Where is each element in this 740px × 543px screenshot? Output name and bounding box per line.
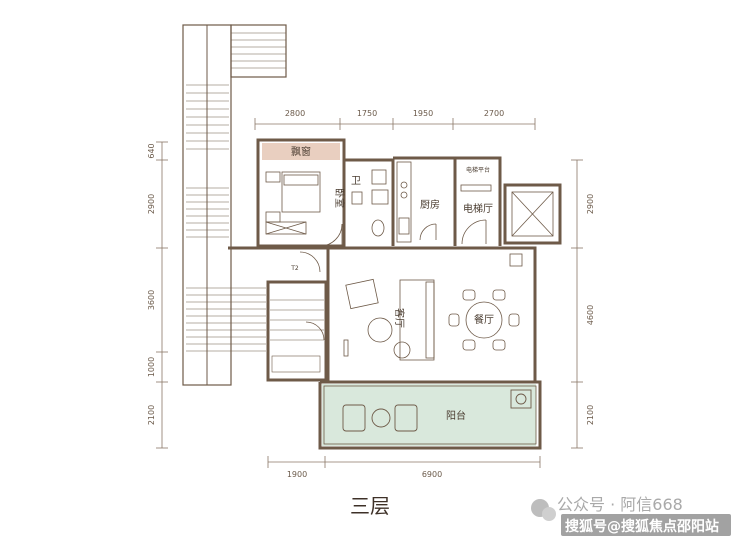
left-dim-3: 3600 xyxy=(147,290,156,310)
label-bay-window: 飘窗 xyxy=(291,145,311,158)
right-dim-3: 2100 xyxy=(586,405,595,425)
stair-treads-top xyxy=(186,32,286,150)
right-dim-1: 2900 xyxy=(586,194,595,214)
top-dim-1: 2800 xyxy=(285,109,305,118)
bedroom-furniture xyxy=(265,171,321,235)
wechat-logo-icon xyxy=(531,499,556,521)
label-living: 客厅 xyxy=(393,308,406,328)
label-elevator-hall: 电梯厅 xyxy=(463,202,493,215)
label-elevator-platform: 电梯平台 xyxy=(466,166,490,174)
label-balcony: 阳台 xyxy=(446,409,466,422)
top-dim-2: 1750 xyxy=(357,109,377,118)
bottom-dim-2: 6900 xyxy=(422,470,442,479)
stair-treads-lower xyxy=(186,287,266,352)
left-dim-5: 2100 xyxy=(147,405,156,425)
left-dim-2: 2900 xyxy=(147,194,156,214)
balcony-edge xyxy=(323,385,537,445)
top-dim-4: 2700 xyxy=(484,109,504,118)
bay-window-fill xyxy=(262,143,340,160)
dining-set xyxy=(448,253,523,351)
exterior-stair xyxy=(182,24,287,386)
left-dim-1: 640 xyxy=(147,143,156,158)
bottom-dim-1: 1900 xyxy=(287,470,307,479)
left-dim-4: 1000 xyxy=(147,357,156,377)
dimension-lines xyxy=(156,118,583,468)
door-swings xyxy=(299,223,343,341)
label-dining: 餐厅 xyxy=(474,313,494,326)
label-bedroom: 卧室 xyxy=(333,188,346,208)
elevator-shaft xyxy=(511,191,554,237)
kitchen-counter xyxy=(396,161,437,243)
watermark-line-2: 搜狐号@搜狐焦点邵阳站 xyxy=(565,518,719,535)
watermark-shadow xyxy=(561,514,731,536)
label-stair-tag: T2 xyxy=(290,265,299,272)
top-dim-3: 1950 xyxy=(413,109,433,118)
watermark-line-1: 公众号 · 阿信668 xyxy=(557,495,683,514)
floor-title: 三层 xyxy=(350,494,390,518)
living-furniture xyxy=(343,278,435,361)
balcony-fill xyxy=(322,384,536,446)
bathroom-fixtures xyxy=(351,169,389,237)
elevator-hall-door xyxy=(460,184,492,245)
right-dim-2: 4600 xyxy=(586,305,595,325)
stair-treads-middle xyxy=(186,187,229,238)
walls xyxy=(228,138,562,450)
internal-stair xyxy=(270,299,324,373)
label-kitchen: 厨房 xyxy=(420,198,440,211)
balcony-furniture xyxy=(342,389,532,432)
watermark: 公众号 · 阿信668 搜狐号@搜狐焦点邵阳站 xyxy=(531,495,731,536)
label-bathroom: 卫 xyxy=(351,176,361,187)
